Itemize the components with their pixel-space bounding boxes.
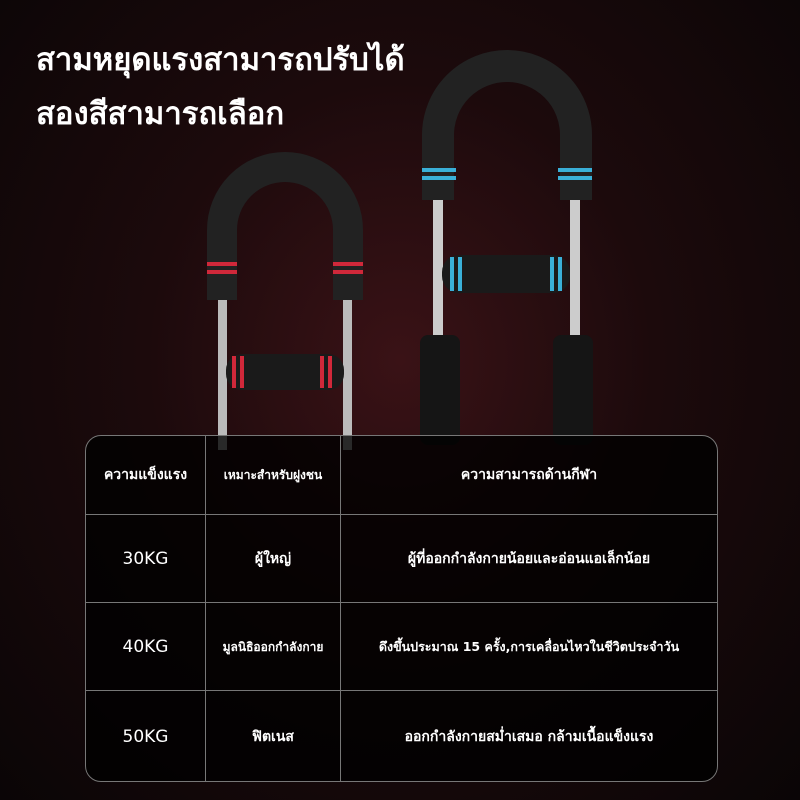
headline-line-1: สามหยุดแรงสามารถปรับได้ — [36, 42, 405, 78]
table-row: 50KG ฟิตเนส ออกกำลังกายสม่ำเสมอ กล้ามเนื… — [86, 690, 717, 781]
strength-cell: 40KG — [86, 603, 206, 691]
blue-grip-trainer — [420, 50, 593, 445]
header-strength: ความแข็งแรง — [86, 436, 206, 514]
headline-line-2: สองสีสามารถเลือก — [36, 96, 285, 132]
red-grip-trainer — [207, 152, 363, 450]
ability-cell: ดึงขึ้นประมาณ 15 ครั้ง,การเคลื่อนไหวในชี… — [378, 639, 680, 654]
ability-cell: ออกกำลังกายสม่ำเสมอ กล้ามเนื้อแข็งแรง — [404, 728, 654, 745]
crowd-cell: ฟิตเนส — [206, 691, 341, 781]
header-crowd: เหมาะสำหรับฝูงชน — [206, 436, 341, 514]
ability-cell: ผู้ที่ออกกำลังกายน้อยและอ่อนแอเล็กน้อย — [407, 551, 651, 567]
strength-cell: 30KG — [86, 515, 206, 603]
header-ability: ความสามารถด้านกีฬา — [460, 467, 598, 483]
strength-table: ความแข็งแรง เหมาะสำหรับฝูงชน ความสามารถด… — [85, 435, 718, 782]
crowd-cell: มูลนิธิออกกำลังกาย — [206, 603, 341, 691]
crowd-cell: ผู้ใหญ่ — [206, 515, 341, 603]
table-row: 30KG ผู้ใหญ่ ผู้ที่ออกกำลังกายน้อยและอ่อ… — [86, 514, 717, 603]
table-row: 40KG มูลนิธิออกกำลังกาย ดึงขึ้นประมาณ 15… — [86, 602, 717, 691]
table-header-row: ความแข็งแรง เหมาะสำหรับฝูงชน ความสามารถด… — [86, 436, 717, 514]
strength-cell: 50KG — [86, 691, 206, 781]
